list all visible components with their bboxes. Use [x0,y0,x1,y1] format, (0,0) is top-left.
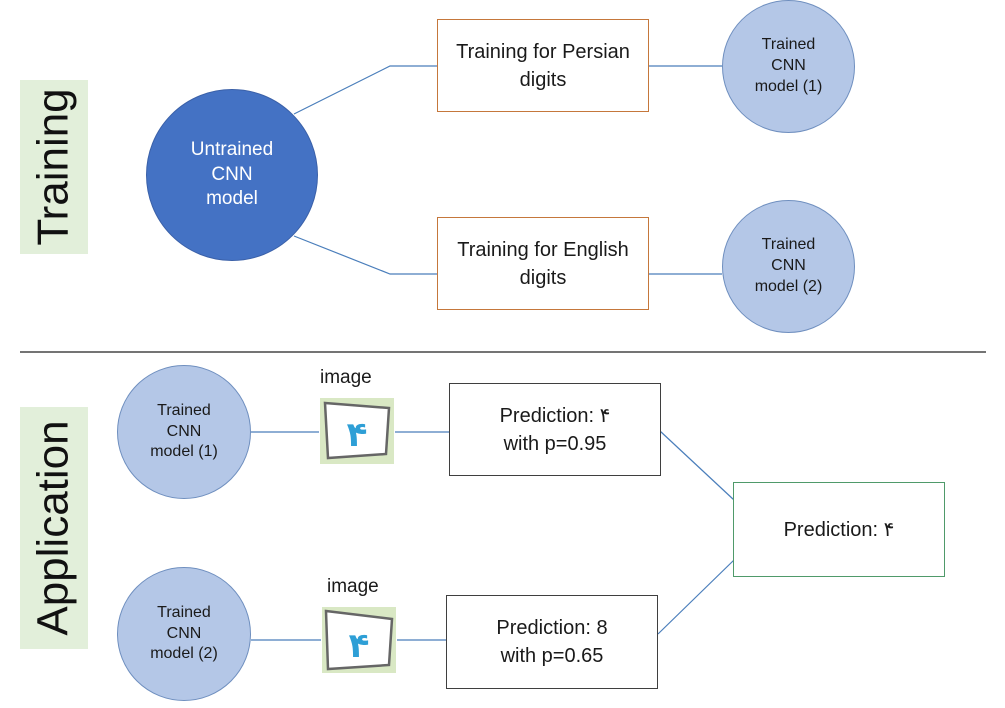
application-model-1-label: Trained CNN model (1) [150,401,218,461]
prediction-2-box: Prediction: 8 with p=0.65 [446,595,658,689]
application-model-2-node: Trained CNN model (2) [117,567,251,701]
application-section-label: Application [20,407,88,649]
connector-prediction-2-to-final [657,559,735,635]
application-model-2-label: Trained CNN model (2) [150,603,218,663]
persian-digit-four-1: ۴ [347,415,368,455]
training-persian-digits-box: Training for Persian digits [437,19,649,112]
prediction-2-label: Prediction: 8 with p=0.65 [496,617,608,667]
connector-prediction-1-to-final [659,430,735,501]
persian-digit-four-2: ۴ [349,626,370,666]
prediction-1-box: Prediction: ۴ with p=0.95 [449,383,661,476]
application-label-text: Application [29,420,79,636]
input-image-thumbnail-1: ۴ [320,398,394,464]
training-label-text: Training [29,88,78,246]
training-english-digits-box: Training for English digits [437,217,649,310]
trained-cnn-model-1-label: Trained CNN model (1) [754,36,823,95]
application-model-1-node: Trained CNN model (1) [117,365,251,499]
final-prediction-label: Prediction: ۴ [783,518,895,541]
trained-cnn-model-1-node: Trained CNN model (1) [722,0,855,133]
image-label-1: image [320,367,372,388]
untrained-cnn-model-label: Untrained CNN model [190,138,274,210]
training-section-label: Training [20,80,88,254]
final-prediction-box: Prediction: ۴ [733,482,945,577]
image-label-2: image [327,576,379,597]
connector-untrained-to-persian [293,65,438,115]
untrained-cnn-model-node: Untrained CNN model [146,89,318,261]
trained-cnn-model-2-label: Trained CNN model (2) [754,236,823,295]
trained-cnn-model-2-node: Trained CNN model (2) [722,200,855,333]
input-image-thumbnail-2: ۴ [322,607,396,673]
connector-untrained-to-english [293,235,438,275]
prediction-1-label: Prediction: ۴ with p=0.95 [499,404,611,455]
training-english-digits-label: Training for English digits [457,238,629,289]
training-persian-digits-label: Training for Persian digits [456,40,630,91]
